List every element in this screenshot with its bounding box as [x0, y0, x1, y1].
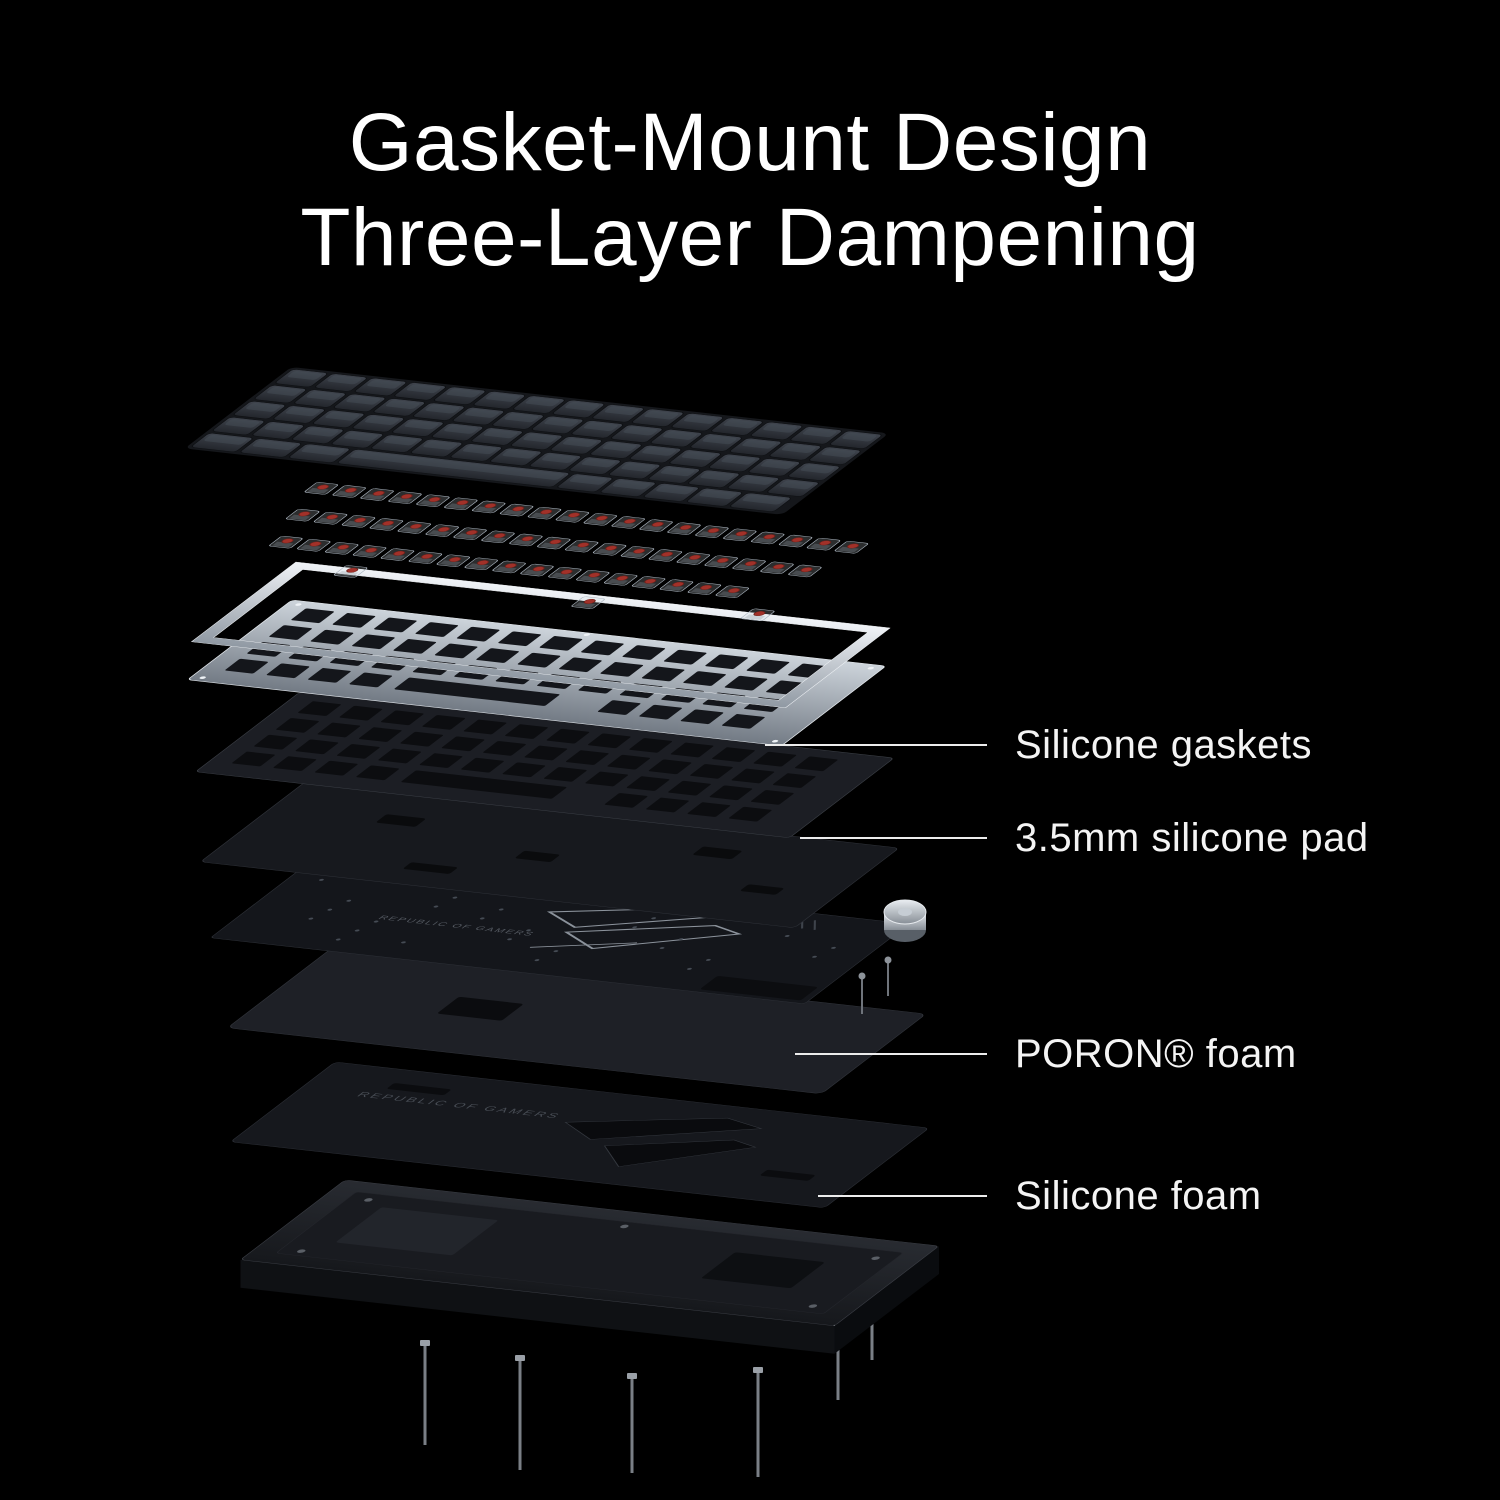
bottom-case-layer	[240, 1180, 939, 1354]
callout-line	[765, 744, 987, 746]
title-line-2: Three-Layer Dampening	[300, 192, 1200, 284]
callout-line	[818, 1195, 987, 1197]
callout-label: Silicone gaskets	[1015, 722, 1313, 767]
callout-line	[795, 1053, 987, 1055]
switches-layer	[269, 482, 869, 621]
callout-line	[800, 837, 987, 839]
callout-label: 3.5mm silicone pad	[1015, 815, 1369, 860]
keycaps-layer	[187, 367, 886, 515]
callout-silicone-pad: 3.5mm silicone pad	[800, 814, 1369, 862]
callout-silicone-gaskets: Silicone gaskets	[765, 721, 1312, 769]
silicone-gasket-layer	[196, 692, 893, 838]
callout-label: Silicone foam	[1015, 1173, 1262, 1218]
volume-knob	[883, 899, 927, 942]
callout-poron-foam: PORON® foam	[795, 1030, 1297, 1078]
page-title: Gasket-Mount Design Three-Layer Dampenin…	[0, 95, 1500, 285]
title-line-1: Gasket-Mount Design	[348, 97, 1152, 188]
top-frame-layer	[190, 561, 891, 709]
pcb-layer: REPUBLIC OF GAMERS	[211, 858, 927, 1014]
callout-silicone-foam: Silicone foam	[818, 1172, 1262, 1220]
silicone-pad-layer	[202, 782, 898, 928]
callout-label: PORON® foam	[1015, 1031, 1297, 1076]
case-screws	[420, 1307, 877, 1477]
silicone-foam-layer: REPUBLIC OF GAMERS	[232, 1062, 928, 1208]
